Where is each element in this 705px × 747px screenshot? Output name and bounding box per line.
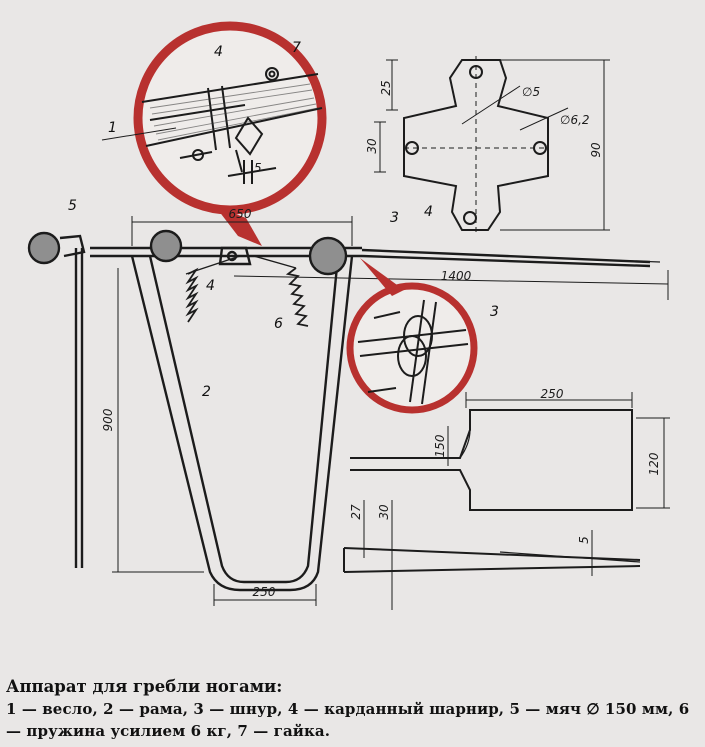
detail-circle-bottom xyxy=(346,258,478,414)
caption-legend: 1 — весло, 2 — рама, 3 — шнур, 4 — карда… xyxy=(6,700,690,740)
callout-7: 7 xyxy=(292,40,301,56)
detail-circle-top xyxy=(133,21,327,246)
callout-3-top: 3 xyxy=(390,210,399,226)
callout-4-detail: 4 xyxy=(214,44,223,60)
dim-blade-27: 27 xyxy=(349,504,363,520)
callout-6: 6 xyxy=(274,316,283,332)
technical-drawing: 25 30 90 ∅5 ∅6,2 xyxy=(27,21,670,610)
dim-detail-5: 5 xyxy=(254,161,262,175)
callout-4: 4 xyxy=(206,278,215,294)
callout-labels: 1 2 3 3 4 4 4 5 6 7 xyxy=(68,40,499,400)
dim-bottom-width: 250 xyxy=(253,585,276,599)
dim-hole-5: ∅5 xyxy=(522,85,540,99)
dim-plate-30: 30 xyxy=(365,138,379,154)
dim-oar-length: 1400 xyxy=(441,269,472,283)
dim-plate-25: 25 xyxy=(379,80,393,95)
dim-plate-90: 90 xyxy=(589,142,603,158)
callout-4-oar: 4 xyxy=(424,204,433,220)
dim-blade-120: 120 xyxy=(647,452,661,475)
callout-5: 5 xyxy=(68,198,77,214)
caption-title: Аппарат для гребли ногами: xyxy=(6,677,283,696)
blade-drawing xyxy=(343,392,670,610)
callout-1: 1 xyxy=(108,120,117,136)
dim-blade-250: 250 xyxy=(541,387,564,401)
dim-blade-30: 30 xyxy=(377,504,391,520)
callout-3-detail: 3 xyxy=(490,304,499,320)
apparatus xyxy=(27,216,669,606)
dim-frame-width: 650 xyxy=(229,207,252,221)
dim-blade-5: 5 xyxy=(577,536,591,544)
dim-frame-height: 900 xyxy=(101,408,115,431)
plate-drawing xyxy=(374,56,610,234)
callout-2: 2 xyxy=(202,384,211,400)
figure-caption: Аппарат для гребли ногами: 1 — весло, 2 … xyxy=(6,676,704,742)
dim-blade-150: 150 xyxy=(433,434,447,457)
dim-hole-6-2: ∅6,2 xyxy=(560,113,590,127)
